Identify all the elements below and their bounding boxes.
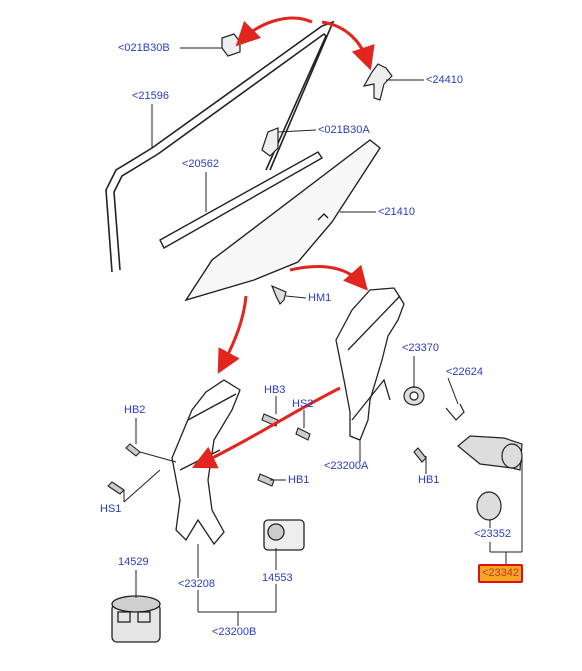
label-23342-highlighted[interactable]: <23342 <box>478 564 524 583</box>
label-021B30A: <021B30A <box>318 124 370 136</box>
label-23352: <23352 <box>474 528 512 540</box>
arrow-regulator-link <box>191 386 341 469</box>
red-arrows <box>191 16 375 469</box>
arrow-to-021B30B <box>235 16 313 47</box>
bracket-24410 <box>362 63 393 101</box>
glass-run-20562 <box>159 151 323 249</box>
label-23370: <23370 <box>402 342 440 354</box>
clip-021B30B <box>221 33 241 57</box>
label-21410: <21410 <box>378 206 416 218</box>
clip-021B30A <box>261 127 279 157</box>
label-14529: 14529 <box>118 556 149 568</box>
leader-lines <box>123 47 523 626</box>
arrow-to-24410 <box>321 20 375 71</box>
bearing-23370 <box>403 386 425 406</box>
label-21596: <21596 <box>132 90 170 102</box>
bolt-HM1 <box>270 284 287 306</box>
label-24410: <24410 <box>426 74 464 86</box>
label-HB2: HB2 <box>124 404 146 416</box>
arrow-to-regulator-B <box>217 295 248 374</box>
label-23208: <23208 <box>178 578 216 590</box>
switch-14529 <box>111 595 161 643</box>
label-20562: <20562 <box>182 158 220 170</box>
label-23200A: <23200A <box>324 460 369 472</box>
label-HB1-left: HB1 <box>288 474 310 486</box>
label-22624: <22624 <box>446 366 484 378</box>
label-HB1-right: HB1 <box>418 474 440 486</box>
label-HS2: HS2 <box>292 398 314 410</box>
label-HM1: HM1 <box>308 292 332 304</box>
label-HS1: HS1 <box>100 503 122 515</box>
door-glass-21410 <box>184 139 381 302</box>
handle-23342 <box>457 435 523 471</box>
screws <box>107 413 427 495</box>
motor-14553 <box>263 519 305 551</box>
label-021B30B: <021B30B <box>118 42 170 54</box>
cap-23352 <box>476 491 502 521</box>
label-HB3: HB3 <box>264 384 286 396</box>
label-14553: 14553 <box>262 572 293 584</box>
label-23200B: <23200B <box>212 626 257 638</box>
arrow-to-regulator-A <box>289 264 368 291</box>
regulator-23200A <box>335 287 405 441</box>
clip-22624 <box>445 403 465 421</box>
